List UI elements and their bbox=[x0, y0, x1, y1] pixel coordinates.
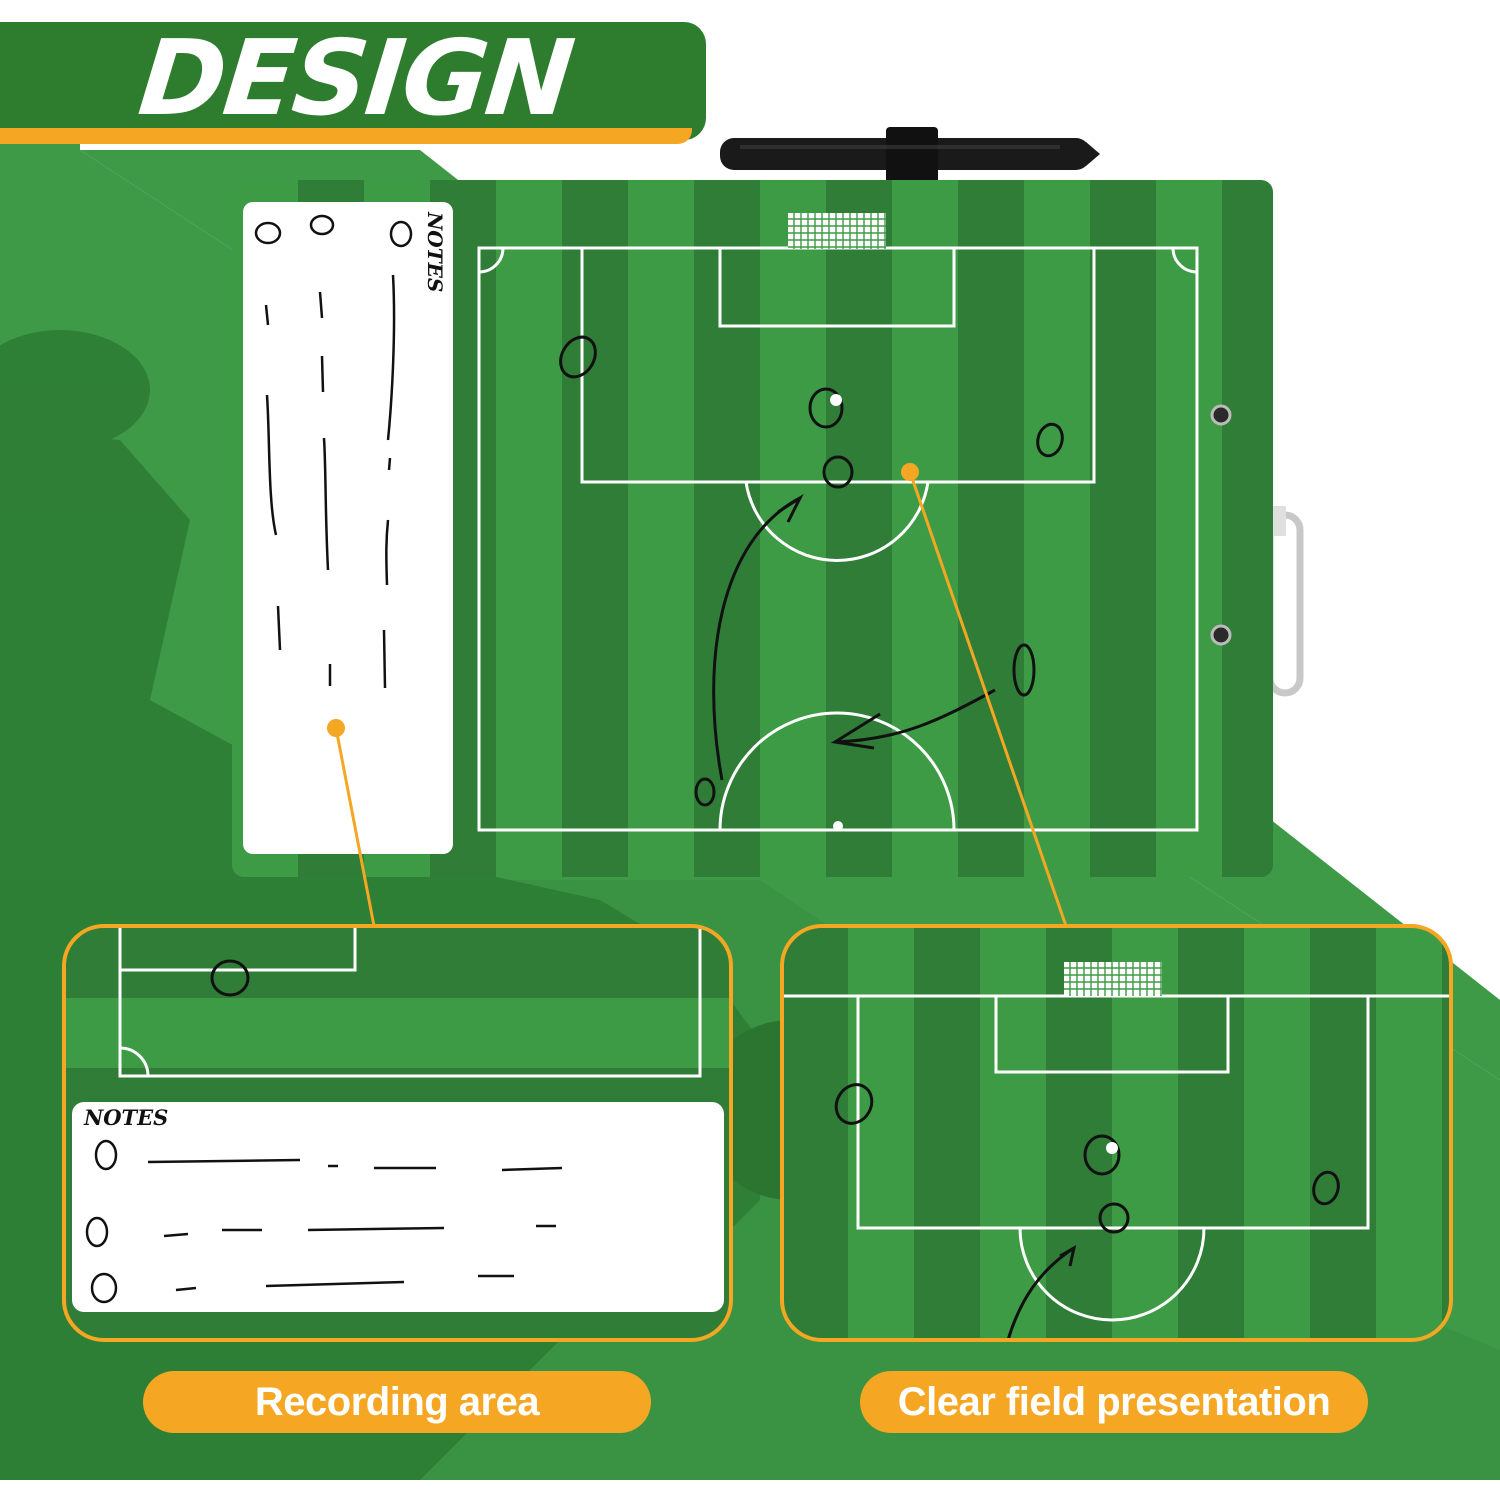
callout-recording-area: Recording area bbox=[143, 1371, 651, 1433]
notes-label-zoom: NOTES bbox=[83, 1105, 168, 1130]
goal-net bbox=[788, 213, 886, 249]
title-underline bbox=[0, 128, 692, 144]
tactics-board bbox=[232, 180, 1273, 877]
callout-clear-field: Clear field presentation bbox=[860, 1371, 1368, 1433]
zoom-recording-area bbox=[62, 924, 733, 1342]
callout-label: Clear field presentation bbox=[897, 1379, 1331, 1424]
title-banner bbox=[0, 22, 706, 140]
callout-label: Recording area bbox=[254, 1379, 540, 1424]
callout-connectors bbox=[334, 471, 1068, 927]
notes-label-vertical: NOTES bbox=[423, 211, 447, 292]
zoom-field-presentation bbox=[780, 924, 1453, 1342]
page-title: DESIGN bbox=[133, 17, 578, 139]
